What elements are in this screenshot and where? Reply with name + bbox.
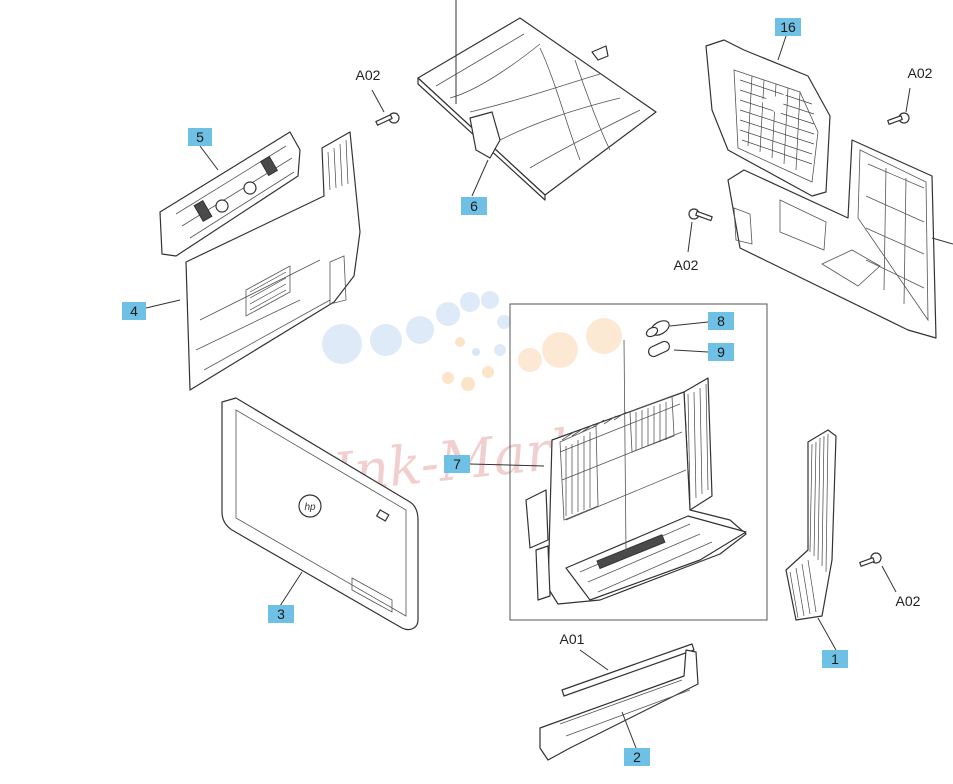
part-5-assembly — [159, 131, 301, 257]
callout-6: 6 — [461, 197, 487, 215]
label-a02-top-right: A02 — [908, 65, 933, 81]
callout-3: 3 — [268, 605, 294, 623]
callout-2-label: 2 — [633, 749, 641, 765]
part-1-side-strip — [785, 429, 837, 621]
screw-a02-top-right — [887, 112, 910, 125]
callout-9-label: 9 — [717, 344, 725, 360]
part-2-bottom-trim — [539, 649, 699, 761]
leader-lines — [145, 35, 911, 749]
callout-4-label: 4 — [130, 303, 138, 319]
label-a02-mid-right: A02 — [674, 257, 699, 273]
label-a01: A01 — [560, 631, 585, 647]
part-16-rear-cover — [705, 39, 831, 197]
callout-1: 1 — [822, 650, 848, 668]
callout-7-label: 7 — [453, 456, 461, 472]
callout-6-label: 6 — [470, 198, 478, 214]
label-a02-left: A02 — [356, 67, 381, 83]
callout-3-label: 3 — [277, 606, 285, 622]
callout-16-label: 16 — [780, 19, 796, 35]
part-9-roller — [647, 340, 671, 358]
part-8-roller — [645, 320, 670, 338]
part-6-output-tray — [417, 0, 657, 201]
callout-2: 2 — [624, 748, 650, 766]
screw-a02-left — [375, 112, 400, 126]
part-3-front-door: hp — [221, 397, 419, 631]
callout-9: 9 — [708, 343, 734, 361]
part-a01-bar — [561, 643, 695, 697]
callout-5: 5 — [188, 128, 212, 146]
svg-text:hp: hp — [304, 502, 316, 513]
callout-8-label: 8 — [717, 313, 725, 329]
part-4-left-panel — [185, 131, 361, 391]
label-a02-bottom-right: A02 — [896, 593, 921, 609]
callout-16: 16 — [775, 18, 801, 36]
part-rear-panel-right — [727, 139, 953, 339]
screw-a02-mid-right — [688, 208, 713, 222]
callout-7: 7 — [444, 455, 470, 473]
callout-8: 8 — [708, 312, 734, 330]
callout-4: 4 — [122, 302, 146, 320]
callout-1-label: 1 — [831, 651, 839, 667]
part-7-detail-box — [509, 303, 768, 621]
screw-a02-bottom-right — [859, 552, 882, 567]
callout-5-label: 5 — [196, 129, 204, 145]
